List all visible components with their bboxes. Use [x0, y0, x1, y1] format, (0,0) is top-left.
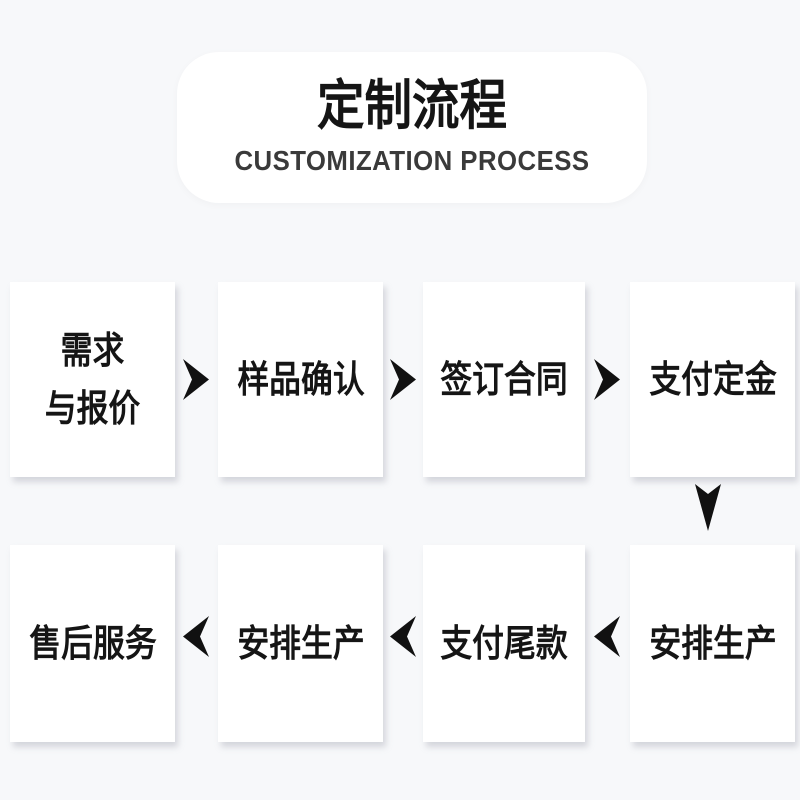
step-label: 安排生产: [236, 622, 365, 664]
step-label: 安排生产: [648, 622, 777, 664]
flow-step-sign-contract: 签订合同: [423, 282, 585, 477]
flow-step-arrange-production-right: 安排生产: [630, 545, 795, 742]
step-label: 需求 与报价: [45, 322, 140, 437]
arrow-left-icon: [390, 614, 416, 659]
flow-step-pay-deposit: 支付定金: [630, 282, 795, 477]
page-title: 定制流程: [316, 76, 508, 137]
page-subtitle: CUSTOMIZATION PROCESS: [234, 144, 590, 176]
step-label-line: 需求: [60, 330, 125, 372]
flow-step-arrange-production-left: 安排生产: [218, 545, 383, 742]
arrow-left-icon: [594, 614, 620, 659]
flow-step-requirements-quote: 需求 与报价: [10, 282, 175, 477]
header-card: 定制流程 CUSTOMIZATION PROCESS: [177, 52, 647, 203]
step-label: 支付尾款: [440, 622, 568, 664]
flow-step-after-sales-service: 售后服务: [10, 545, 175, 742]
step-label-line: 与报价: [44, 387, 141, 429]
step-label: 样品确认: [236, 358, 365, 400]
arrow-down-icon: [693, 484, 723, 531]
arrow-right-icon: [183, 357, 209, 402]
flow-step-pay-balance: 支付尾款: [423, 545, 585, 742]
step-label: 支付定金: [648, 358, 777, 400]
arrow-right-icon: [390, 357, 416, 402]
step-label: 签订合同: [440, 358, 568, 400]
arrow-right-icon: [594, 357, 620, 402]
step-label: 售后服务: [28, 622, 157, 664]
flow-step-sample-confirmation: 样品确认: [218, 282, 383, 477]
arrow-left-icon: [183, 614, 209, 659]
